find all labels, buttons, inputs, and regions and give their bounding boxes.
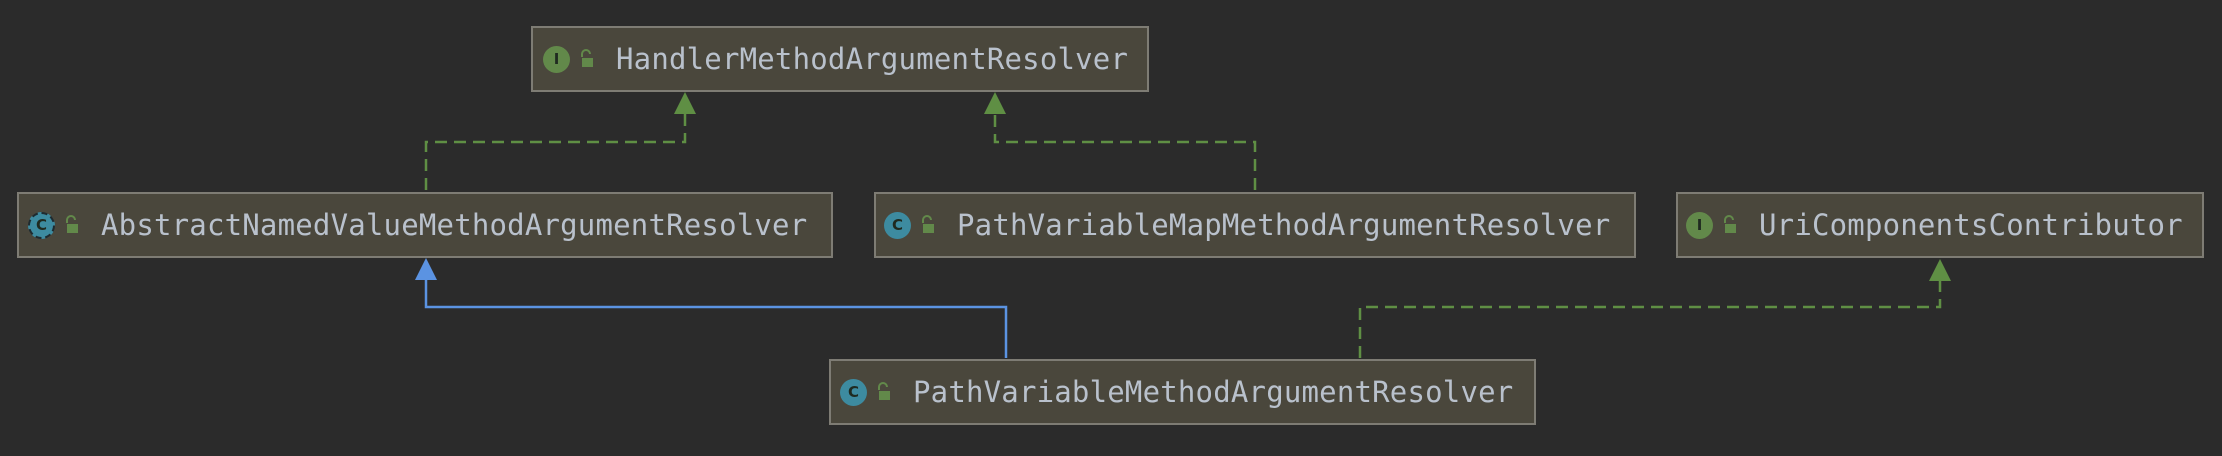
interface-icon: I — [1686, 211, 1713, 239]
implements-arrowhead — [674, 92, 696, 114]
class-node-handler[interactable]: I HandlerMethodArgumentResolver — [531, 26, 1149, 92]
public-lock-icon — [581, 49, 593, 67]
public-lock-icon — [922, 215, 934, 233]
class-node-pathvarmap[interactable]: C PathVariableMapMethodArgumentResolver — [874, 192, 1636, 258]
class-node-uricontrib[interactable]: I UriComponentsContributor — [1676, 192, 2204, 258]
class-name: PathVariableMapMethodArgumentResolver — [957, 208, 1611, 242]
public-lock-icon — [66, 215, 78, 233]
class-name: HandlerMethodArgumentResolver — [616, 42, 1129, 76]
public-lock-icon — [878, 382, 890, 400]
edge-pathvar-extends-abstractnamed — [415, 258, 1008, 358]
implements-arrowhead — [1929, 259, 1951, 281]
class-name: AbstractNamedValueMethodArgumentResolver — [101, 208, 808, 242]
class-icon: C — [840, 378, 867, 406]
edge-pathvar-implements-uricontrib — [1358, 259, 1951, 358]
class-node-abstractnamed[interactable]: C AbstractNamedValueMethodArgumentResolv… — [17, 192, 833, 258]
interface-icon: I — [543, 45, 570, 73]
class-name: UriComponentsContributor — [1759, 208, 2183, 242]
implements-arrowhead — [984, 92, 1006, 114]
public-lock-icon — [1724, 215, 1736, 233]
abstract-class-icon: C — [28, 211, 55, 239]
edge-pathvarmap-implements-handler — [984, 92, 1257, 190]
class-name: PathVariableMethodArgumentResolver — [913, 375, 1514, 409]
edge-abstractnamed-implements-handler — [424, 92, 696, 190]
extends-arrowhead — [415, 258, 437, 280]
class-node-pathvar[interactable]: C PathVariableMethodArgumentResolver — [829, 359, 1536, 425]
class-icon: C — [884, 211, 911, 239]
